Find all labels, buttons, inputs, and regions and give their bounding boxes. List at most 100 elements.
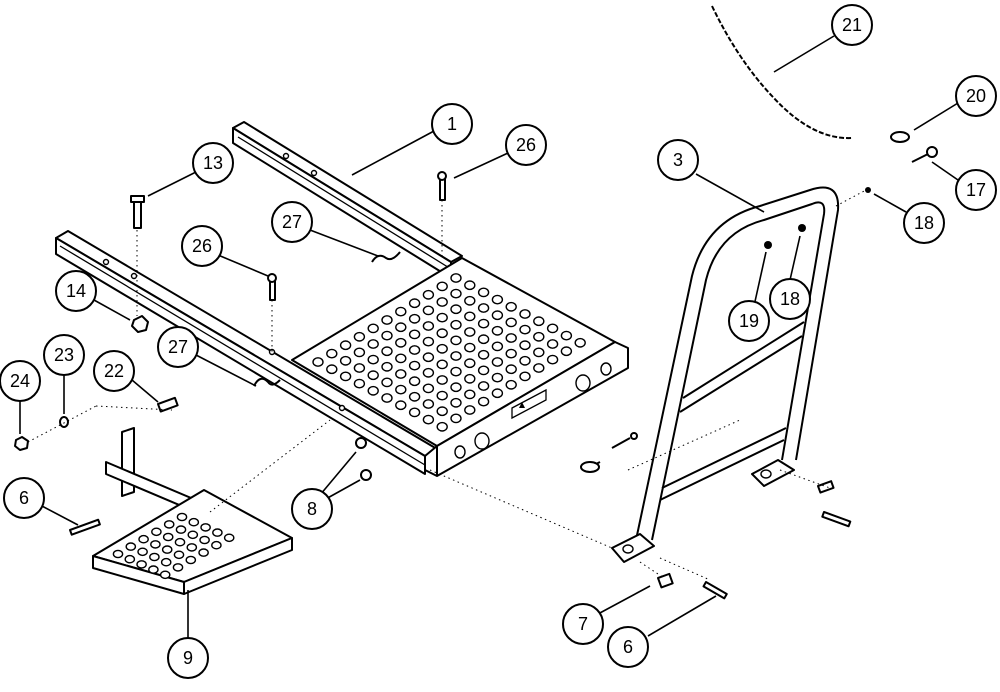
perforation-hole	[353, 347, 366, 358]
perforation-hole	[198, 548, 209, 557]
perforation-hole	[533, 363, 545, 373]
perforation-hole	[464, 358, 476, 369]
perforation-hole	[436, 375, 448, 385]
perforation-hole	[505, 379, 517, 390]
perforation-hole	[560, 330, 573, 341]
perforation-hole	[326, 348, 338, 359]
perforation-hole	[505, 317, 517, 328]
perforation-hole	[353, 363, 366, 373]
perforation-hole	[436, 390, 448, 401]
perforation-hole	[422, 321, 435, 331]
callout-number: 21	[842, 15, 862, 35]
perforation-hole	[150, 540, 161, 549]
perforation-hole	[477, 287, 490, 298]
perforation-hole	[422, 399, 435, 409]
perforation-hole	[312, 357, 324, 367]
perforation-hole	[450, 319, 462, 330]
perforation-hole	[408, 360, 421, 371]
callout-9: 9	[167, 637, 209, 679]
perforation-hole	[533, 331, 545, 342]
perforation-hole	[477, 334, 490, 345]
callout-22: 22	[93, 350, 135, 392]
perforation-hole	[477, 318, 490, 329]
perforation-hole	[450, 288, 462, 299]
perforation-hole	[436, 359, 448, 370]
perforation-hole	[187, 530, 199, 540]
perforation-hole	[422, 414, 435, 425]
handrail	[611, 186, 840, 563]
assembly-lines	[27, 189, 867, 581]
perforation-hole	[381, 330, 393, 341]
perforation-hole	[450, 304, 462, 315]
perforation-hole	[519, 309, 531, 319]
perforation-hole	[148, 565, 159, 574]
perforation-hole	[408, 345, 421, 355]
callout-number: 22	[104, 361, 124, 381]
perforation-hole	[395, 400, 407, 411]
perforation-hole	[505, 301, 517, 312]
perforation-hole	[491, 341, 504, 352]
perforation-hole	[395, 337, 407, 348]
callout-13: 13	[192, 142, 234, 184]
perforation-hole	[436, 406, 448, 417]
perforation-hole	[136, 560, 147, 569]
callout-14: 14	[55, 270, 97, 312]
perforation-hole	[450, 351, 462, 361]
perforation-hole	[477, 365, 490, 376]
perforation-hole	[381, 393, 393, 403]
perforation-hole	[450, 413, 462, 424]
perforation-hole	[491, 294, 504, 305]
perforation-hole	[450, 366, 462, 377]
perforation-hole	[408, 376, 421, 387]
callout-19: 19	[728, 300, 770, 342]
perforation-hole	[367, 354, 379, 365]
perforation-hole	[533, 347, 545, 358]
callout-number: 14	[66, 281, 86, 301]
perforation-hole	[491, 357, 504, 367]
perforation-hole	[436, 297, 448, 307]
perforation-hole	[464, 327, 476, 337]
perforation-hole	[211, 540, 222, 550]
perforation-hole	[381, 361, 393, 372]
callout-number: 23	[54, 345, 74, 365]
perforation-hole	[422, 305, 435, 316]
callout-number: 1	[447, 114, 457, 134]
perforation-hole	[395, 306, 407, 317]
perforation-hole	[519, 340, 531, 351]
perforation-hole	[477, 396, 490, 407]
callout-6: 6	[607, 626, 649, 668]
callout-number: 6	[623, 637, 633, 657]
perforation-hole	[381, 377, 393, 388]
perforation-hole	[477, 349, 490, 360]
perforation-hole	[450, 335, 462, 346]
perforation-hole	[422, 383, 435, 394]
perforation-hole	[163, 520, 175, 529]
callout-number: 26	[192, 236, 212, 256]
perforation-hole	[173, 550, 185, 560]
perforation-hole	[436, 281, 448, 292]
perforation-hole	[491, 325, 504, 336]
perforation-hole	[199, 535, 210, 545]
perforation-hole	[353, 331, 366, 342]
callout-number: 13	[203, 153, 223, 173]
callout-7: 7	[562, 603, 604, 645]
perforation-hole	[464, 389, 476, 400]
callout-1: 1	[431, 103, 473, 145]
perforation-hole	[176, 512, 188, 522]
callout-21: 21	[831, 4, 873, 46]
callout-24: 24	[0, 360, 41, 402]
callout-number: 17	[966, 180, 986, 200]
perforation-hole	[186, 543, 198, 552]
perforation-hole	[491, 310, 504, 321]
callout-3: 3	[657, 139, 699, 181]
callout-20: 20	[955, 75, 997, 117]
perforation-hole	[367, 323, 379, 334]
callout-number: 9	[183, 648, 193, 668]
perforation-hole	[408, 407, 421, 418]
callout-number: 27	[282, 212, 302, 232]
perforation-hole	[464, 373, 476, 384]
perforation-hole	[505, 348, 517, 359]
perforation-hole	[381, 346, 393, 357]
perforation-hole	[174, 537, 186, 547]
perforation-hole	[477, 303, 490, 313]
